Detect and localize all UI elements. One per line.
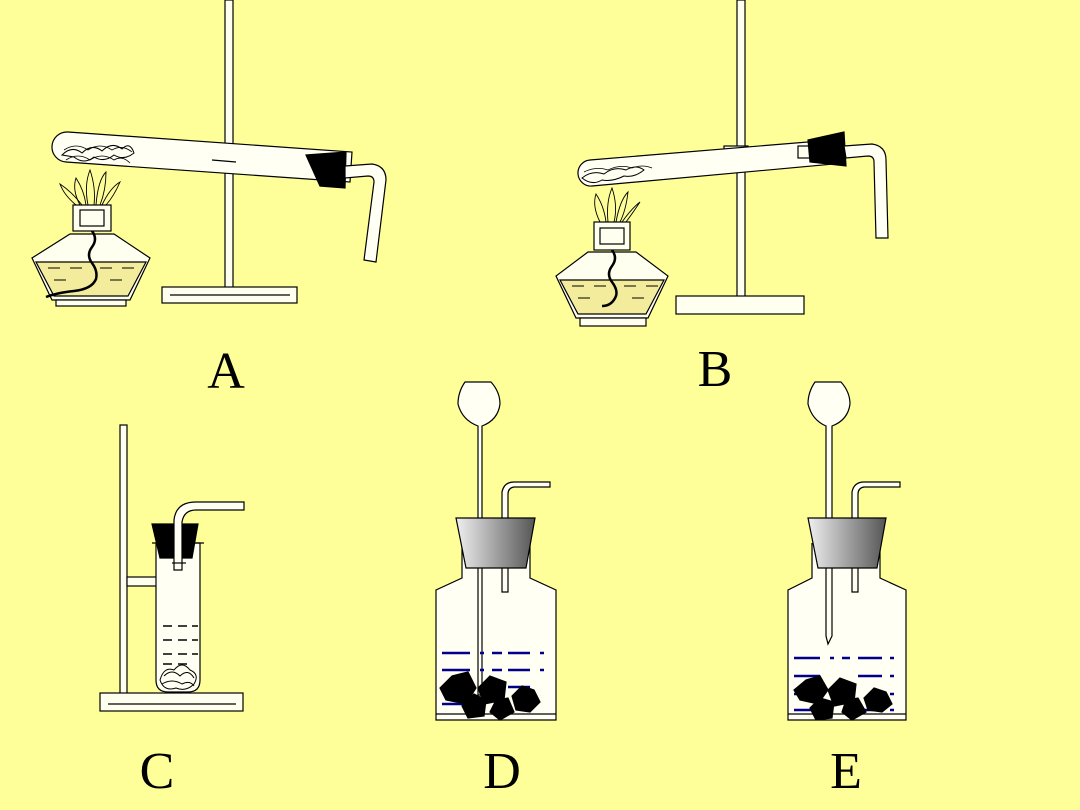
stand-base-b — [675, 295, 805, 315]
wick-a — [45, 230, 98, 299]
solid-pieces-e — [793, 675, 893, 721]
delivery-tube-e — [851, 481, 901, 593]
flame-b — [594, 186, 641, 223]
flame-a — [59, 168, 121, 206]
wick-b — [601, 249, 618, 308]
thistle-funnel-e — [807, 381, 851, 646]
delivery-tube-b — [843, 143, 889, 239]
apparatus-b — [555, 0, 889, 327]
stopper-e — [807, 517, 887, 569]
test-tube-a — [51, 131, 353, 183]
liquid-lines-c — [163, 625, 198, 665]
stand-base-c — [99, 692, 244, 712]
delivery-tube-a — [344, 163, 387, 263]
stopper-d — [455, 517, 536, 569]
lamp-cap-a — [72, 204, 112, 232]
tube-contents-a — [60, 145, 135, 162]
label-e: E — [830, 743, 862, 800]
stopper-b — [807, 131, 847, 167]
stopper-a — [305, 151, 347, 189]
test-tube-b — [577, 139, 835, 187]
label-d: D — [483, 743, 521, 800]
solid-pieces-d — [439, 671, 541, 721]
apparatus-e — [787, 381, 907, 721]
label-a: A — [207, 343, 245, 400]
delivery-tube-d — [501, 481, 551, 593]
tube-contents-b — [581, 166, 645, 184]
label-c: C — [139, 743, 175, 800]
label-b: B — [697, 341, 733, 398]
apparatus-a — [31, 0, 387, 307]
tube-contents-c — [159, 664, 197, 690]
stand-rod-c — [119, 424, 128, 698]
apparatus-d — [435, 381, 557, 721]
apparatus-c — [99, 424, 245, 712]
